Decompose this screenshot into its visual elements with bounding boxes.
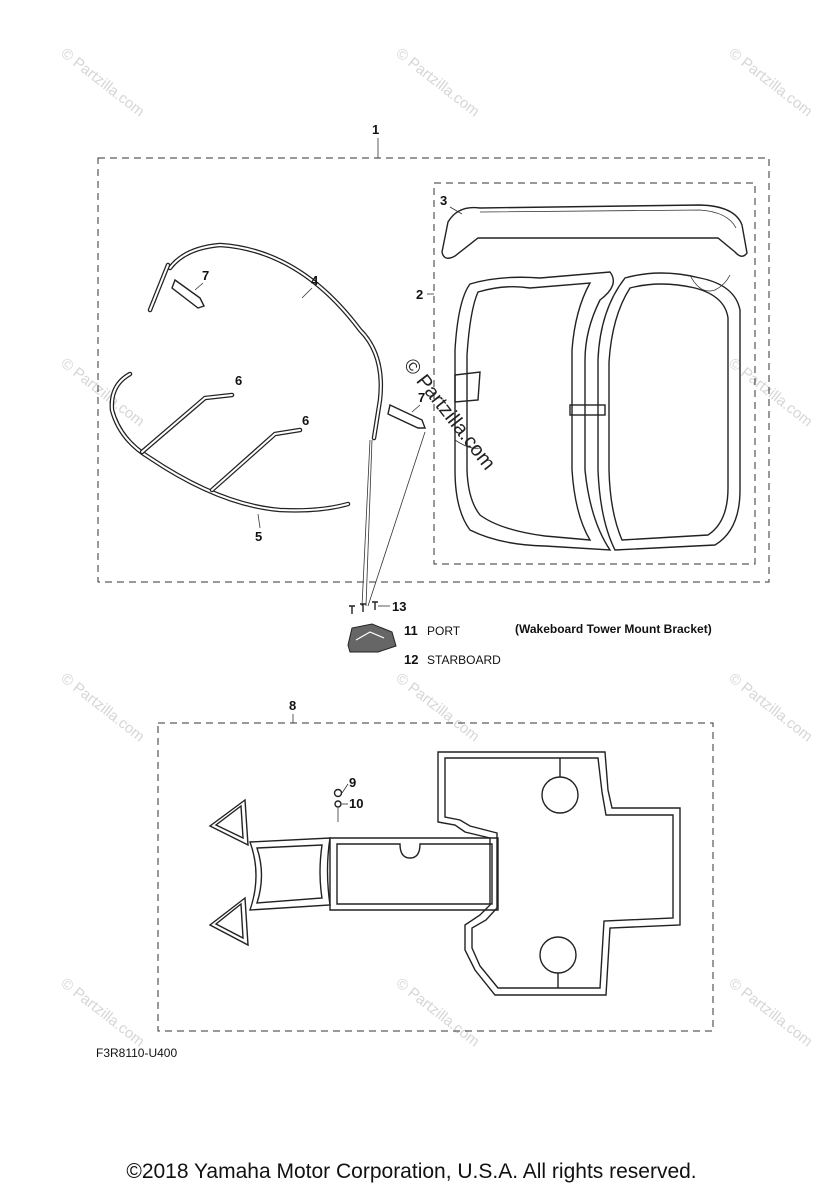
part-13-screws	[349, 601, 378, 614]
callout-3: 3	[440, 193, 447, 208]
callout-3-leader	[449, 206, 463, 215]
watermark-text: © Partzilla.com	[58, 975, 148, 1051]
part-4-left-end-inner	[149, 264, 169, 311]
watermark-text: © Partzilla.com	[393, 45, 483, 121]
callout-9: 9	[349, 775, 356, 790]
watermark-text: © Partzilla.com	[726, 355, 816, 431]
part-8-mat-set	[208, 751, 681, 996]
callout-9-leader	[341, 783, 349, 794]
label-port: PORT	[427, 624, 461, 638]
group-2-box	[433, 182, 756, 565]
watermark-text: © Partzilla.com	[726, 670, 816, 746]
watermark-text: © Partzilla.com	[58, 670, 148, 746]
bracket-note: (Wakeboard Tower Mount Bracket)	[515, 622, 712, 636]
watermark-text: © Partzilla.com	[393, 975, 483, 1051]
callout-5: 5	[255, 529, 262, 544]
callout-4-leader	[301, 287, 313, 299]
part-2-cover	[454, 271, 741, 551]
watermark-text: © Partzilla.com	[726, 45, 816, 121]
callout-7a-leader	[194, 282, 204, 291]
part-5-lower-rail-inner	[110, 373, 349, 512]
callout-7b-leader	[411, 404, 421, 413]
callout-1: 1	[372, 122, 379, 137]
watermark-text: © Partzilla.com	[58, 45, 148, 121]
callout-12: 12	[404, 652, 418, 667]
callout-4: 4	[311, 273, 319, 288]
leader-line	[367, 431, 426, 607]
callout-8: 8	[289, 698, 296, 713]
callout-13: 13	[392, 599, 406, 614]
part-4-upper-rail-inner	[169, 243, 382, 439]
group-8-box	[157, 722, 714, 1032]
part-6-strut-lower-inner	[211, 429, 301, 491]
watermark-text: © Partzilla.com	[393, 670, 483, 746]
part-3-top-pad	[441, 204, 748, 259]
callout-6a: 6	[235, 373, 242, 388]
callout-2: 2	[416, 287, 423, 302]
label-starboard: STARBOARD	[427, 653, 501, 667]
part-7-bracket-right	[387, 403, 427, 429]
callout-5-leader	[257, 513, 261, 529]
part-9-10-fasteners	[333, 788, 343, 822]
callout-7a: 7	[202, 268, 209, 283]
group-1-box	[97, 157, 770, 583]
part-11-bracket-highlight	[355, 631, 385, 641]
part-11-bracket	[347, 623, 397, 653]
watermark-text: © Partzilla.com	[726, 975, 816, 1051]
part-6-strut-upper	[139, 392, 235, 455]
callout-11: 11	[404, 623, 418, 638]
copyright-notice: ©2018 Yamaha Motor Corporation, U.S.A. A…	[126, 1160, 697, 1183]
part-6-strut-upper-inner	[141, 394, 233, 453]
part-6-strut-lower	[209, 427, 303, 493]
callout-6b: 6	[302, 413, 309, 428]
callout-10: 10	[349, 796, 363, 811]
callout-7b: 7	[418, 390, 425, 405]
watermark-group: © Partzilla.com © Partzilla.com © Partzi…	[58, 45, 816, 1051]
part-3-edge	[479, 209, 737, 229]
watermark-center: © Partzilla.com	[399, 355, 499, 475]
diagram-code: F3R8110-U400	[96, 1046, 178, 1060]
watermark-text: © Partzilla.com	[58, 355, 148, 431]
leader-line	[365, 439, 373, 607]
leader-line	[361, 439, 371, 607]
part-7-bracket-left	[171, 278, 205, 309]
